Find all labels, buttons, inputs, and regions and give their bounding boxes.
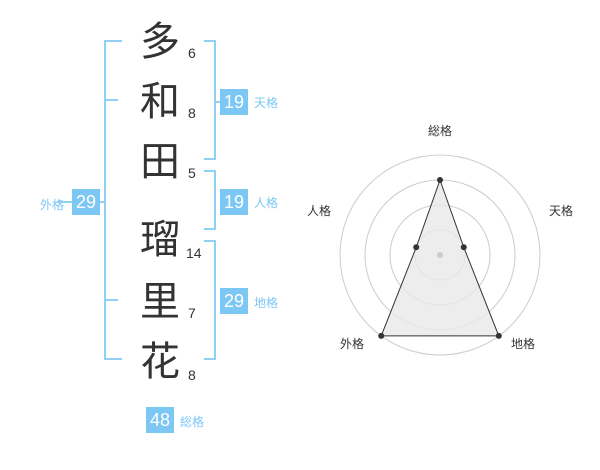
radar-axis-label-soukaku: 総格 (428, 124, 453, 138)
chikaku-value-badge: 29 (220, 288, 248, 314)
chikaku-label: 地格 (254, 296, 279, 310)
stroke-count-1: 6 (188, 45, 196, 61)
radar-center-point (437, 252, 443, 258)
radar-point-5 (413, 244, 420, 251)
jinkaku-label: 人格 (254, 196, 279, 210)
stroke-count-6: 8 (188, 367, 196, 383)
radar-ring (339, 154, 541, 356)
gaikaku-bracket-tick (104, 299, 118, 301)
soukaku-label: 総格 (180, 415, 205, 429)
kanji-5: 里 (140, 279, 180, 325)
radar-point-2 (460, 244, 467, 251)
radar-axis-label-chikaku: 地格 (511, 337, 536, 351)
kanji-6: 花 (140, 339, 180, 385)
tenkaku-label: 天格 (254, 96, 279, 110)
radar-point-1 (437, 177, 443, 183)
soukaku-value-badge: 48 (146, 407, 174, 433)
stroke-count-4: 14 (186, 245, 202, 261)
jinkaku-bracket (204, 170, 216, 230)
gaikaku-bracket-tick (104, 99, 118, 101)
kanji-4: 瑠 (140, 217, 180, 263)
radar-axis-label-gaikaku: 外格 (340, 337, 365, 351)
radar-axis-label-jinkaku: 人格 (307, 204, 332, 218)
stroke-count-2: 8 (188, 105, 196, 121)
stroke-count-5: 7 (188, 305, 196, 321)
radar-axis-label-tenkaku: 天格 (549, 204, 574, 218)
stroke-count-3: 5 (188, 165, 196, 181)
jinkaku-value-badge: 19 (220, 189, 248, 215)
tenkaku-connector (214, 101, 222, 103)
kanji-1: 多 (140, 19, 180, 65)
chikaku-bracket (204, 240, 216, 360)
tenkaku-value-badge: 19 (220, 89, 248, 115)
gaikaku-bracket (104, 40, 122, 360)
radar-point-3 (495, 332, 502, 339)
radar-chart (339, 154, 541, 356)
kanji-3: 田 (140, 139, 180, 185)
gaikaku-label: 外格 (40, 198, 65, 212)
kanji-2: 和 (140, 79, 180, 125)
gaikaku-value-badge: 29 (72, 189, 100, 215)
tenkaku-bracket (204, 40, 216, 160)
radar-point-4 (378, 332, 385, 339)
